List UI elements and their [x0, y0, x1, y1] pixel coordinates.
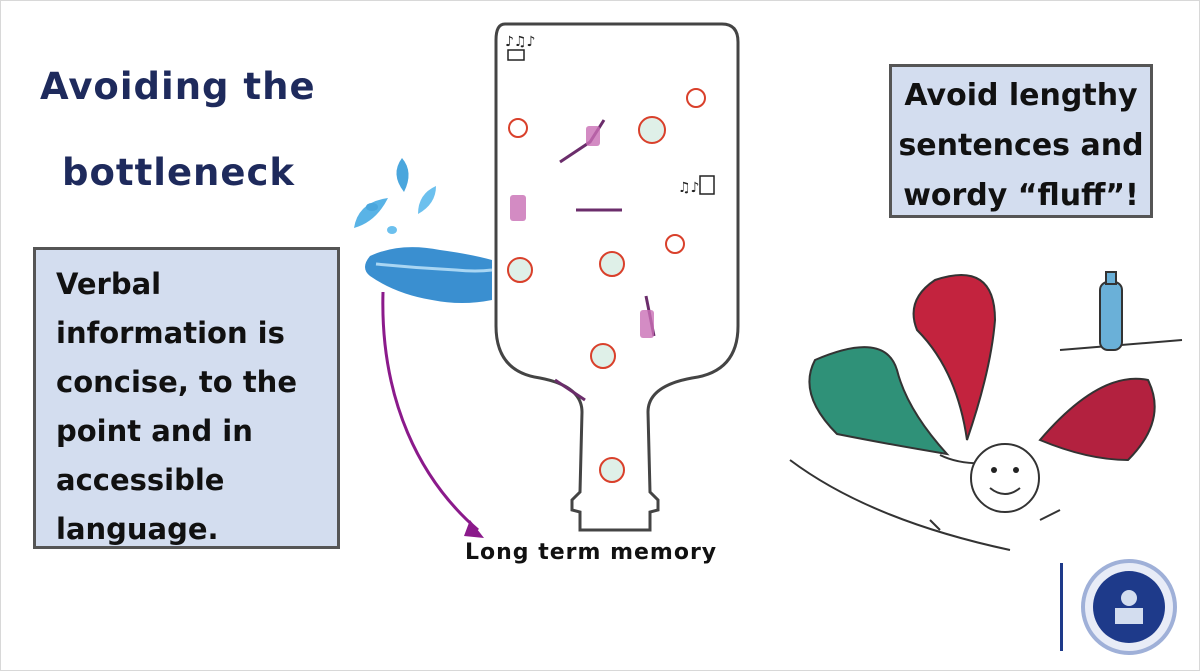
left-box-line: concise, to the [56, 365, 297, 399]
left-box-line: Verbal [56, 267, 162, 301]
left-box-line: point and in [56, 414, 253, 448]
logo-icon [1081, 559, 1177, 655]
left-box-line: language. [56, 512, 219, 546]
speech-bubbles-illustration [789, 271, 1183, 551]
right-box-line: wordy “fluff”! [903, 178, 1139, 213]
right-box-line: Avoid lengthy [904, 78, 1138, 113]
verbal-info-box: Verbal information is concise, to the po… [33, 247, 340, 549]
avoid-fluff-box: Avoid lengthy sentences and wordy “fluff… [889, 64, 1153, 218]
logo-divider [1060, 563, 1063, 651]
arrow-icon [381, 291, 484, 538]
water-splash-icon [354, 158, 436, 234]
left-box-line: information is [56, 316, 285, 350]
svg-text:♫♪: ♫♪ [678, 180, 700, 196]
hand-icon [365, 247, 493, 303]
slide-title: Avoiding the bottleneck [40, 44, 340, 216]
left-box-line: accessible [56, 463, 225, 497]
title-line-1: Avoiding the [40, 65, 316, 108]
bottle-caption: Long term memory [465, 540, 718, 565]
title-line-2: bottleneck [62, 151, 296, 194]
bottle-icon: ♪♫♪ ♫♪ [494, 22, 740, 532]
right-box-line: sentences and [898, 128, 1144, 163]
svg-text:♪♫♪: ♪♫♪ [505, 34, 535, 50]
